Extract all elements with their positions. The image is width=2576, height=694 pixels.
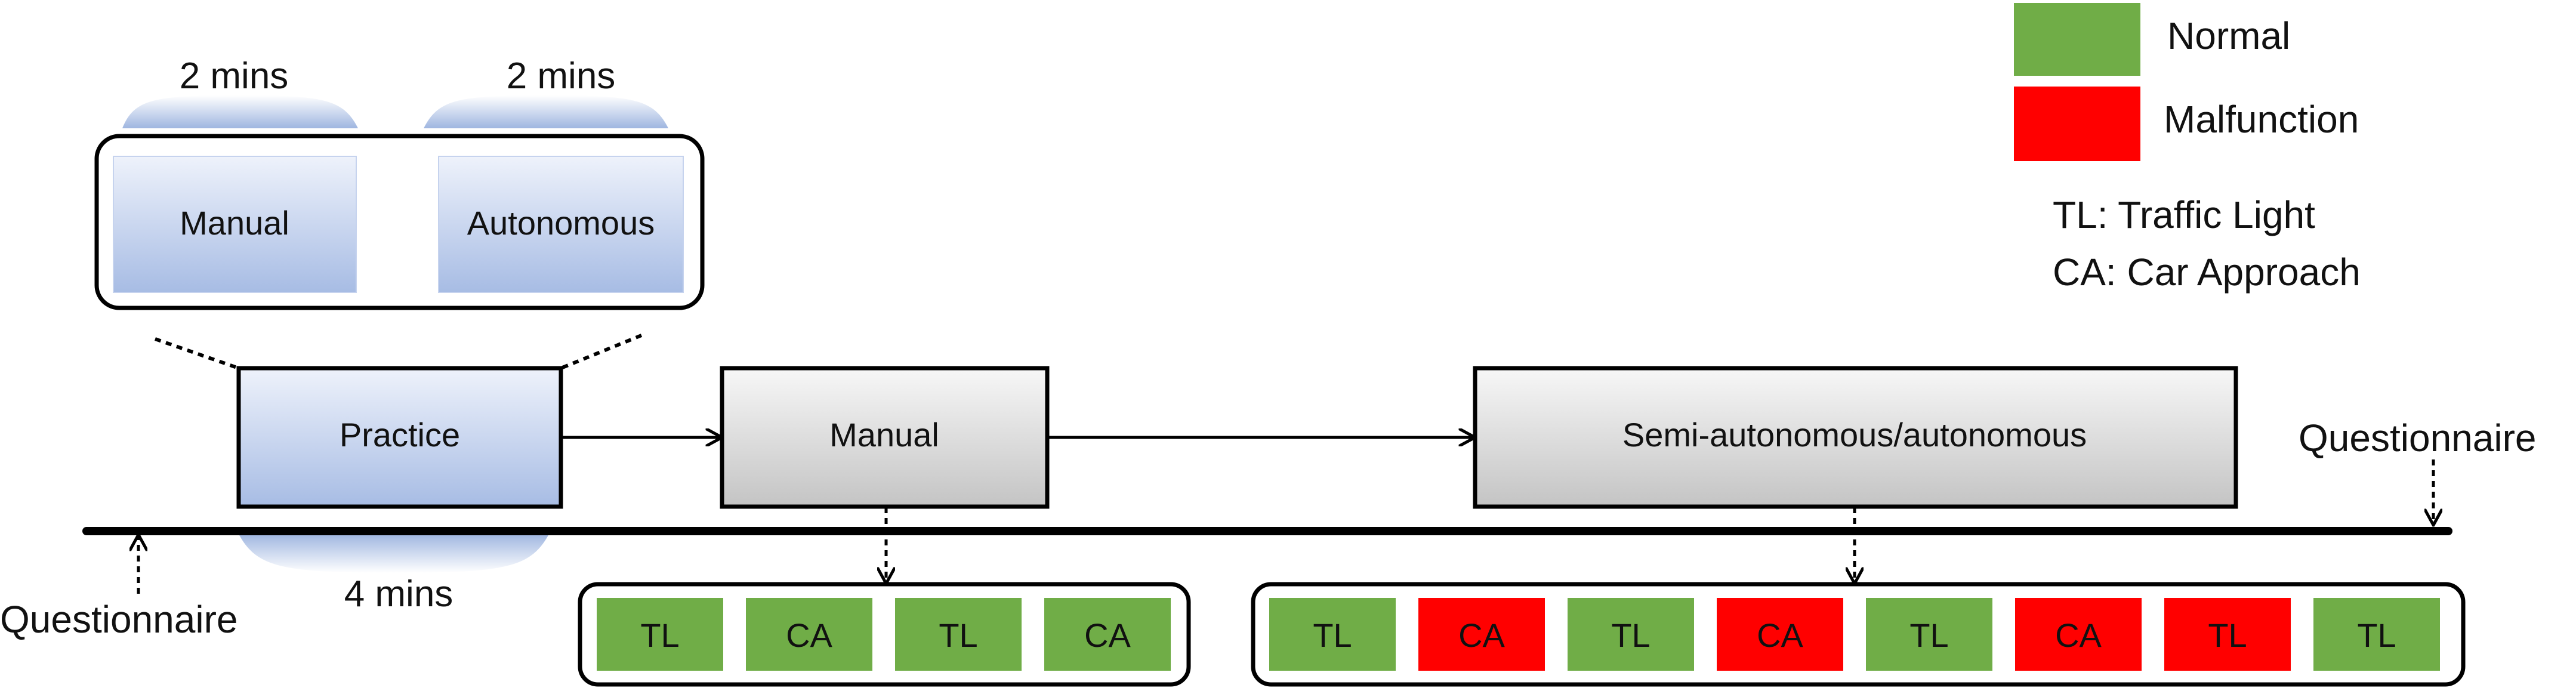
event-tile-malfunction [1418,598,1545,671]
semi-autonomous-stage-label: Semi-autonomous/autonomous [1622,416,2087,454]
event-tile-normal [1866,598,1992,671]
event-tile-malfunction [2164,598,2291,671]
practice-total-duration-hump [239,534,549,573]
questionnaire-end-label: Questionnaire [2299,417,2536,459]
semi-autonomous-stage-box [1473,366,2238,509]
practice-zoom-line-left [155,337,239,370]
event-tile-label: TL [1611,616,1650,654]
duration-label-practice-total: 4 mins [344,573,454,615]
legend-normal-swatch [2014,3,2140,76]
practice-autonomous-duration-hump [424,95,668,128]
manual-stage-label: Manual [829,416,939,454]
event-tile-normal [746,598,872,671]
practice-manual-duration-hump [122,95,358,128]
event-tile-malfunction [1717,598,1843,671]
event-tile-label: TL [1909,616,1948,654]
manual-stage-box [720,366,1050,509]
event-tile-normal [1044,598,1171,671]
duration-label-practice-manual: 2 mins [180,55,289,97]
practice-label: Practice [340,416,460,454]
practice-autonomous-label: Autonomous [467,204,655,242]
event-tile-label: TL [640,616,679,654]
event-tile-label: TL [2208,616,2247,654]
legend-malfunction-label: Malfunction [2164,98,2359,141]
practice-zoom-line-right [560,334,643,370]
event-tile-label: TL [939,616,977,654]
practice-manual-box [113,156,357,293]
practice-manual-label: Manual [180,204,289,242]
manual-events-row: TL CA TL CA [597,598,1171,671]
event-tile-normal [895,598,1022,671]
event-tile-normal [2313,598,2440,671]
manual-events-group [578,582,1191,687]
event-tile-label: CA [786,616,832,654]
auto-events-group [1251,582,2466,687]
auto-events-row: TL CA TL CA TL CA TL TL [1269,598,2440,671]
duration-label-practice-autonomous: 2 mins [507,55,616,97]
practice-autonomous-box [438,156,684,293]
event-tile-label: CA [1757,616,1803,654]
legend-abbr-tl: TL: Traffic Light [2053,193,2315,236]
event-tile-label: TL [2357,616,2396,654]
event-tile-label: CA [1084,616,1131,654]
event-tile-normal [1269,598,1396,671]
event-tile-label: TL [1313,616,1352,654]
legend-malfunction-swatch [2014,87,2140,161]
event-tile-normal [1568,598,1694,671]
event-tile-label: CA [2055,616,2102,654]
event-tile-normal [597,598,723,671]
questionnaire-start-label: Questionnaire [0,598,237,641]
practice-box [236,366,563,509]
legend-normal-label: Normal [2167,14,2290,57]
event-tile-label: CA [1458,616,1505,654]
legend-abbr-ca: CA: Car Approach [2053,251,2361,294]
event-tile-malfunction [2015,598,2142,671]
